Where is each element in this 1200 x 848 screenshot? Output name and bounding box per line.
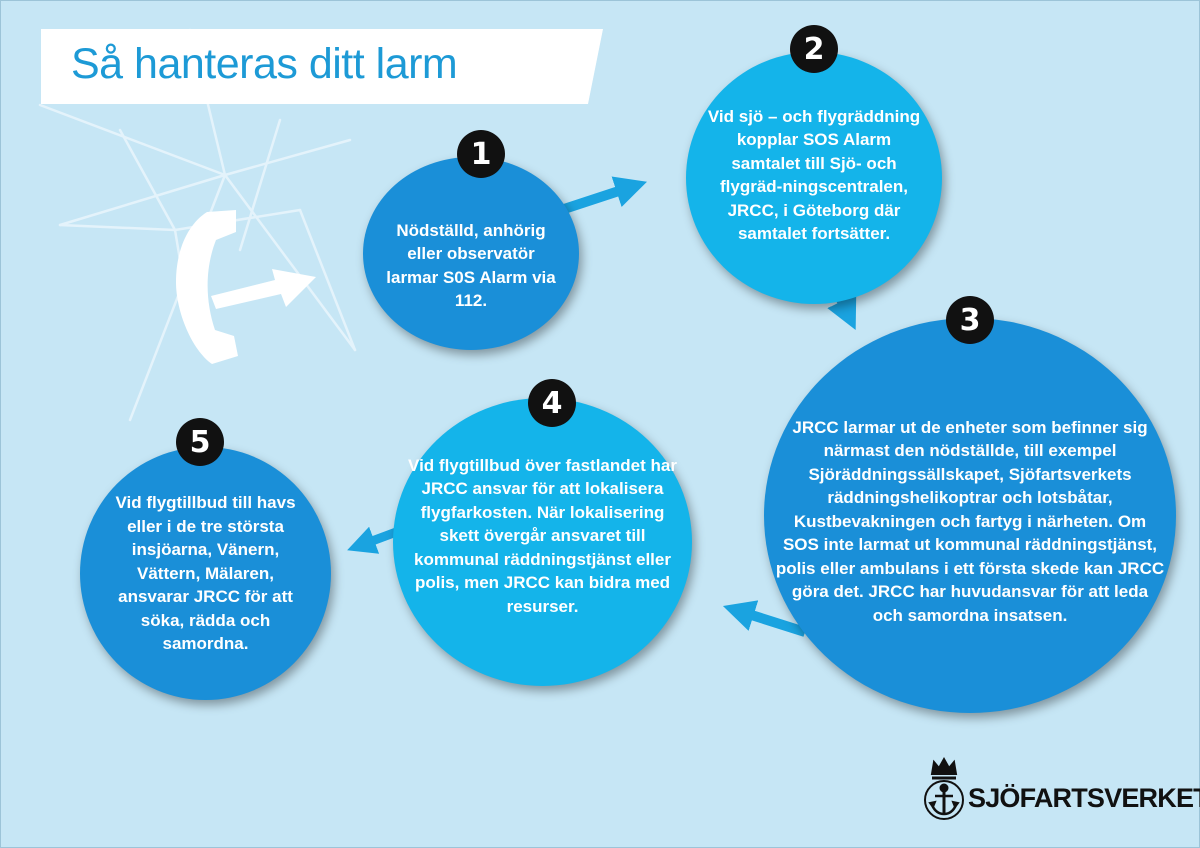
step-5-text: Vid flygtillbud till havs eller i de tre… bbox=[115, 493, 296, 654]
step-1-text: Nödställd, anhörig eller observatör larm… bbox=[386, 220, 556, 311]
step-5-badge: 5 bbox=[176, 418, 224, 466]
anchor-crown-emblem bbox=[924, 756, 964, 820]
step-3-text: JRCC larmar ut de enheter som befinner s… bbox=[775, 417, 1165, 625]
step-4-circle: Vid flygtillbud över fastlandet har JRCC… bbox=[393, 398, 692, 686]
step-5-circle: Vid flygtillbud till havs eller i de tre… bbox=[80, 447, 331, 700]
title-banner bbox=[41, 29, 603, 104]
step-2-badge: 2 bbox=[790, 25, 838, 73]
step-1-badge: 1 bbox=[457, 130, 505, 178]
step-1-circle: Nödställd, anhörig eller observatör larm… bbox=[363, 157, 579, 350]
step-3-circle: JRCC larmar ut de enheter som befinner s… bbox=[764, 318, 1176, 713]
sjofartsverket-logo: SJÖFARTSVERKET bbox=[920, 756, 1200, 826]
step-3-badge: 3 bbox=[946, 296, 994, 344]
step-4-text: Vid flygtillbud över fastlandet har JRCC… bbox=[408, 455, 677, 616]
page-title: Så hanteras ditt larm bbox=[71, 40, 458, 88]
logo-text: SJÖFARTSVERKET bbox=[968, 783, 1200, 813]
step-2-circle: Vid sjö – och flygräddning kopplar SOS A… bbox=[686, 52, 942, 304]
step-2-text: Vid sjö – och flygräddning kopplar SOS A… bbox=[707, 106, 921, 244]
step-4-badge: 4 bbox=[528, 379, 576, 427]
